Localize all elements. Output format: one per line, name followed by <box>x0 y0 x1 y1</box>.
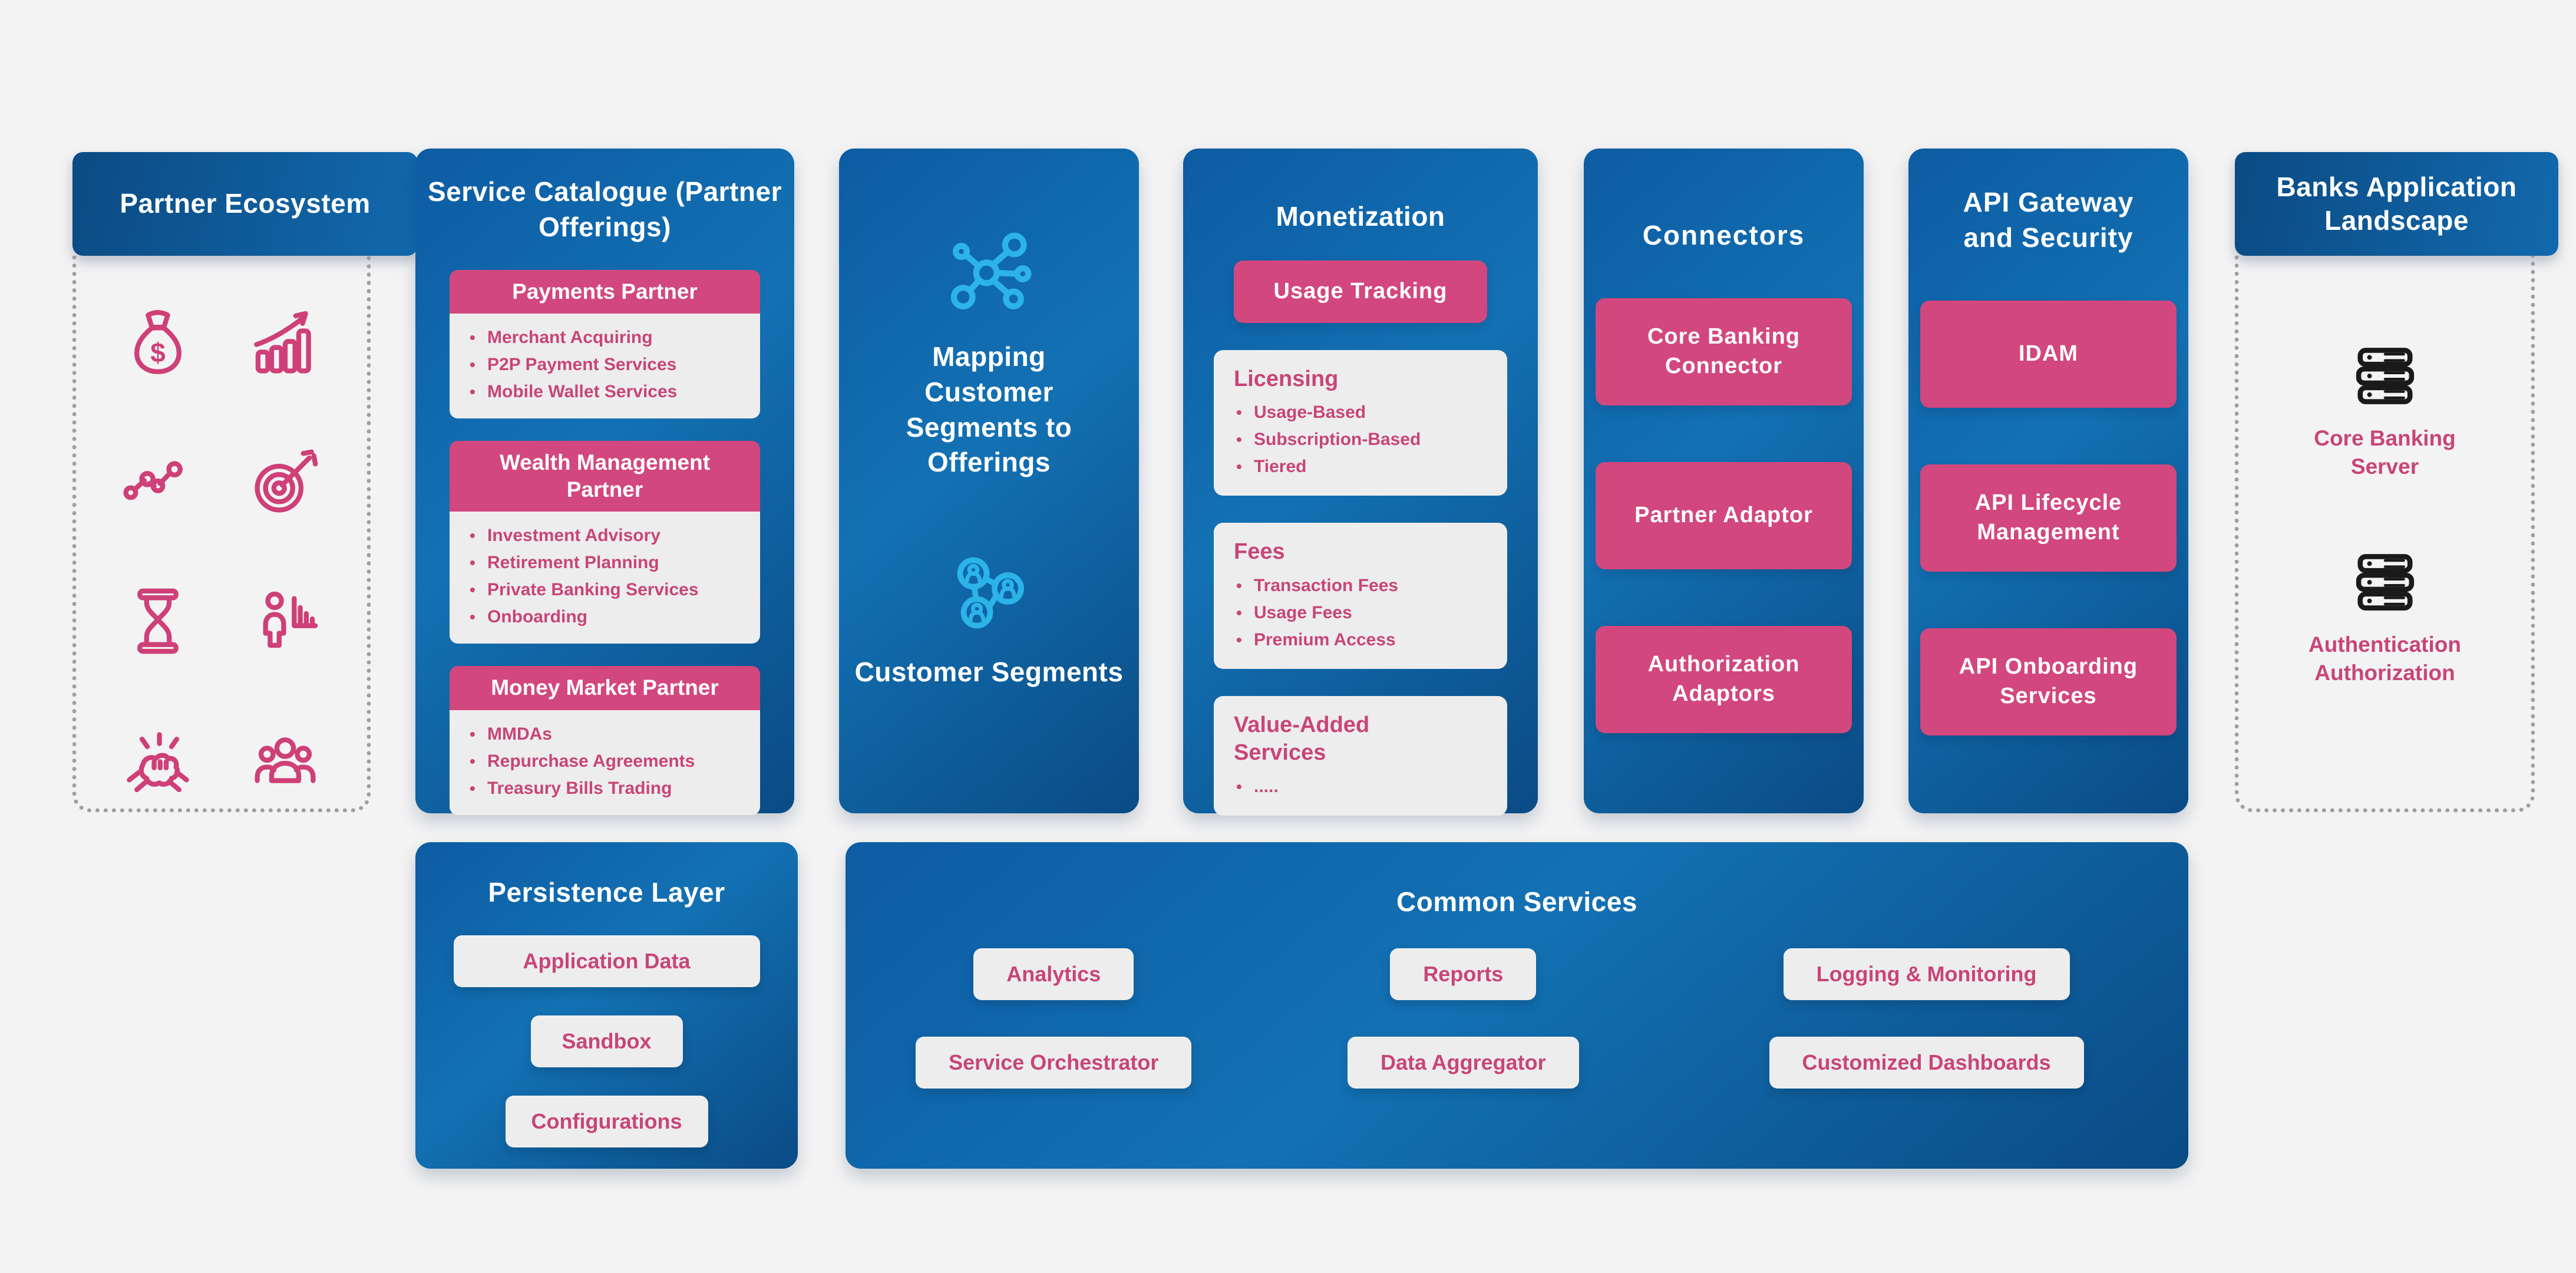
service-catalogue-title: Service Catalogue (Partner Offerings) <box>427 176 782 242</box>
list-item: Investment Advisory <box>467 522 746 549</box>
configurations-button: Configurations <box>505 1095 708 1147</box>
partner-ecosystem-header: Partner Ecosystem <box>72 152 418 256</box>
service-catalogue-sections: Payments Partner Merchant Acquiring P2P … <box>450 269 760 815</box>
people-group-icon <box>255 737 316 783</box>
common-services-box: Common Services Analytics Reports Loggin… <box>846 842 2188 1169</box>
usage-tracking-button: Usage Tracking <box>1234 260 1487 323</box>
wealth-management-partner-body: Investment Advisory Retirement Planning … <box>450 512 760 644</box>
monetization-title: Monetization <box>1276 201 1445 232</box>
value-added-services-header: Value-Added Services <box>1234 712 1370 766</box>
banks-landscape-title: Banks Application Landscape <box>2276 171 2517 236</box>
core-banking-connector-button: Core Banking Connector <box>1596 298 1852 405</box>
mapping-title: Mapping Customer Segments to Offerings <box>906 341 1072 478</box>
payments-partner-body: Merchant Acquiring P2P Payment Services … <box>450 313 760 418</box>
money-market-partner-section: Money Market Partner MMDAs Repurchase Ag… <box>450 666 760 815</box>
common-services-title: Common Services <box>1396 886 1637 917</box>
list-item: Usage-Based <box>1234 399 1487 426</box>
list-item: P2P Payment Services <box>467 351 746 378</box>
persistence-layer-box: Persistence Layer Application Data Sandb… <box>415 842 798 1169</box>
api-gateway-title: API Gateway and Security <box>1963 187 2134 253</box>
growth-chart-icon <box>254 311 311 374</box>
list-item: Premium Access <box>1234 626 1487 654</box>
money-market-partner-header: Money Market Partner <box>450 666 760 710</box>
idam-button: IDAM <box>1920 300 2177 408</box>
reports-button: Reports <box>1390 948 1537 1000</box>
network-icon <box>950 232 1031 310</box>
list-item: Tiered <box>1234 453 1487 480</box>
list-item: Transaction Fees <box>1234 572 1487 599</box>
hourglass-icon <box>137 588 179 654</box>
authentication-authorization-label: Authentication Authorization <box>2309 632 2461 685</box>
list-item: Treasury Bills Trading <box>467 775 746 802</box>
list-item: Subscription-Based <box>1234 426 1487 453</box>
data-aggregator-button: Data Aggregator <box>1347 1036 1579 1089</box>
licensing-header: Licensing <box>1234 366 1339 391</box>
list-item: Retirement Planning <box>467 549 746 576</box>
svg-text:$: $ <box>150 337 166 368</box>
list-item: Onboarding <box>467 603 746 631</box>
partner-ecosystem-panel: $ <box>72 256 371 812</box>
monetization-box: Monetization Usage Tracking Licensing Us… <box>1183 149 1538 816</box>
payments-partner-section: Payments Partner Merchant Acquiring P2P … <box>450 269 760 418</box>
service-catalogue-box: Service Catalogue (Partner Offerings) Pa… <box>415 149 794 815</box>
customer-segments-label: Customer Segments <box>854 657 1124 688</box>
persistence-layer-title: Persistence Layer <box>488 877 725 908</box>
connectors-title: Connectors <box>1642 220 1805 250</box>
list-item: Repurchase Agreements <box>467 748 746 775</box>
mapping-box: Mapping Customer Segments to Offerings C… <box>839 149 1139 813</box>
partner-ecosystem-icon-grid: $ <box>77 256 366 798</box>
core-banking-server: Core Banking Server <box>2288 337 2482 481</box>
sandbox-button: Sandbox <box>530 1015 683 1067</box>
value-added-services-panel: Value-Added Services ..... <box>1214 695 1507 816</box>
api-lifecycle-management-button: API Lifecycle Management <box>1920 464 2177 572</box>
list-item: Usage Fees <box>1234 599 1487 626</box>
payments-partner-header: Payments Partner <box>450 269 760 314</box>
api-gateway-box: API Gateway and Security IDAM API Lifecy… <box>1908 149 2188 813</box>
authorization-adaptors-button: Authorization Adaptors <box>1596 625 1852 733</box>
banks-landscape-header: Banks Application Landscape <box>2235 152 2558 256</box>
analytics-button: Analytics <box>973 948 1134 1000</box>
application-data-button: Application Data <box>453 935 760 987</box>
connectors-box: Connectors Core Banking Connector Partne… <box>1584 149 1864 813</box>
person-stats-icon <box>263 591 318 648</box>
api-onboarding-services-button: API Onboarding Services <box>1920 628 2177 736</box>
list-item: Mobile Wallet Services <box>467 378 746 405</box>
partner-ecosystem-title: Partner Ecosystem <box>120 188 371 219</box>
handshake-icon <box>127 732 189 793</box>
list-item: Merchant Acquiring <box>467 324 746 351</box>
target-icon <box>255 449 318 513</box>
banks-landscape-panel: Core Banking Server Authentication Autho… <box>2235 256 2535 812</box>
licensing-panel: Licensing Usage-Based Subscription-Based… <box>1214 349 1507 496</box>
fees-panel: Fees Transaction Fees Usage Fees Premium… <box>1214 523 1507 669</box>
core-banking-server-label: Core Banking Server <box>2314 426 2456 479</box>
authentication-authorization-server: Authentication Authorization <box>2261 543 2509 687</box>
list-item: MMDAs <box>467 721 746 748</box>
money-bag-icon: $ <box>134 310 182 374</box>
fees-header: Fees <box>1234 539 1285 565</box>
line-chart-icon <box>123 461 183 500</box>
customer-segments-icon <box>957 557 1024 629</box>
service-orchestrator-button: Service Orchestrator <box>916 1036 1192 1089</box>
partner-adaptor-button: Partner Adaptor <box>1596 461 1852 569</box>
list-item: ..... <box>1234 773 1487 800</box>
wealth-management-partner-header: Wealth Management Partner <box>450 440 760 512</box>
money-market-partner-body: MMDAs Repurchase Agreements Treasury Bil… <box>450 710 760 815</box>
wealth-management-partner-section: Wealth Management Partner Investment Adv… <box>450 440 760 644</box>
server-icon <box>2356 554 2414 611</box>
list-item: Private Banking Services <box>467 576 746 603</box>
server-icon <box>2356 348 2414 404</box>
customized-dashboards-button: Customized Dashboards <box>1769 1036 2084 1089</box>
logging-monitoring-button: Logging & Monitoring <box>1783 948 2070 1000</box>
